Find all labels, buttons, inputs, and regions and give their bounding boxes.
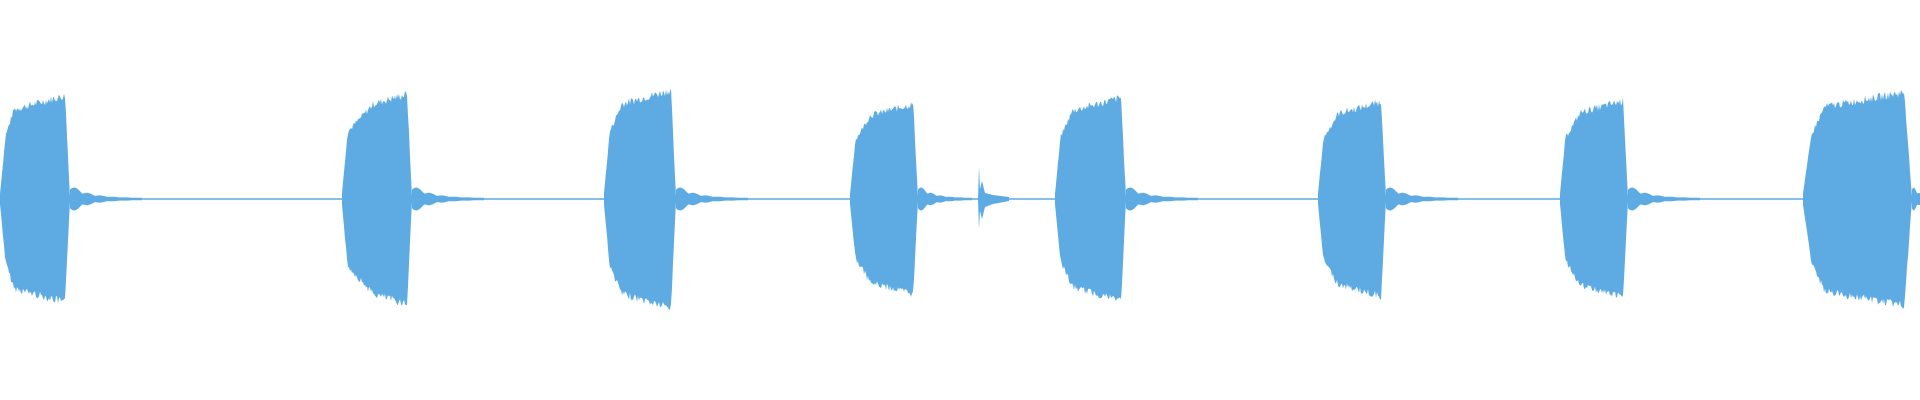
waveform-burst-6 [1318, 99, 1386, 300]
waveform-tail-4 [918, 187, 972, 211]
waveform-burst-7 [1560, 97, 1628, 298]
waveform-tail-5 [1126, 187, 1198, 211]
waveform-transient [978, 167, 1009, 229]
waveform-tail-3 [676, 187, 748, 211]
waveform-transients [978, 167, 1009, 229]
waveform-tail-2 [412, 187, 484, 211]
waveform-tail-6 [1386, 187, 1458, 211]
waveform-burst-5 [1055, 95, 1126, 302]
waveform-tail-1 [70, 187, 142, 211]
waveform-tail-7 [1628, 187, 1700, 211]
waveform-burst-2 [342, 91, 412, 307]
waveform-burst-1 [0, 93, 70, 304]
waveform-bursts [0, 88, 1920, 310]
waveform-burst-8 [1803, 90, 1912, 310]
waveform-burst-4 [850, 102, 918, 297]
waveform-burst-3 [604, 88, 676, 310]
waveform-tail-8 [1912, 187, 1920, 211]
